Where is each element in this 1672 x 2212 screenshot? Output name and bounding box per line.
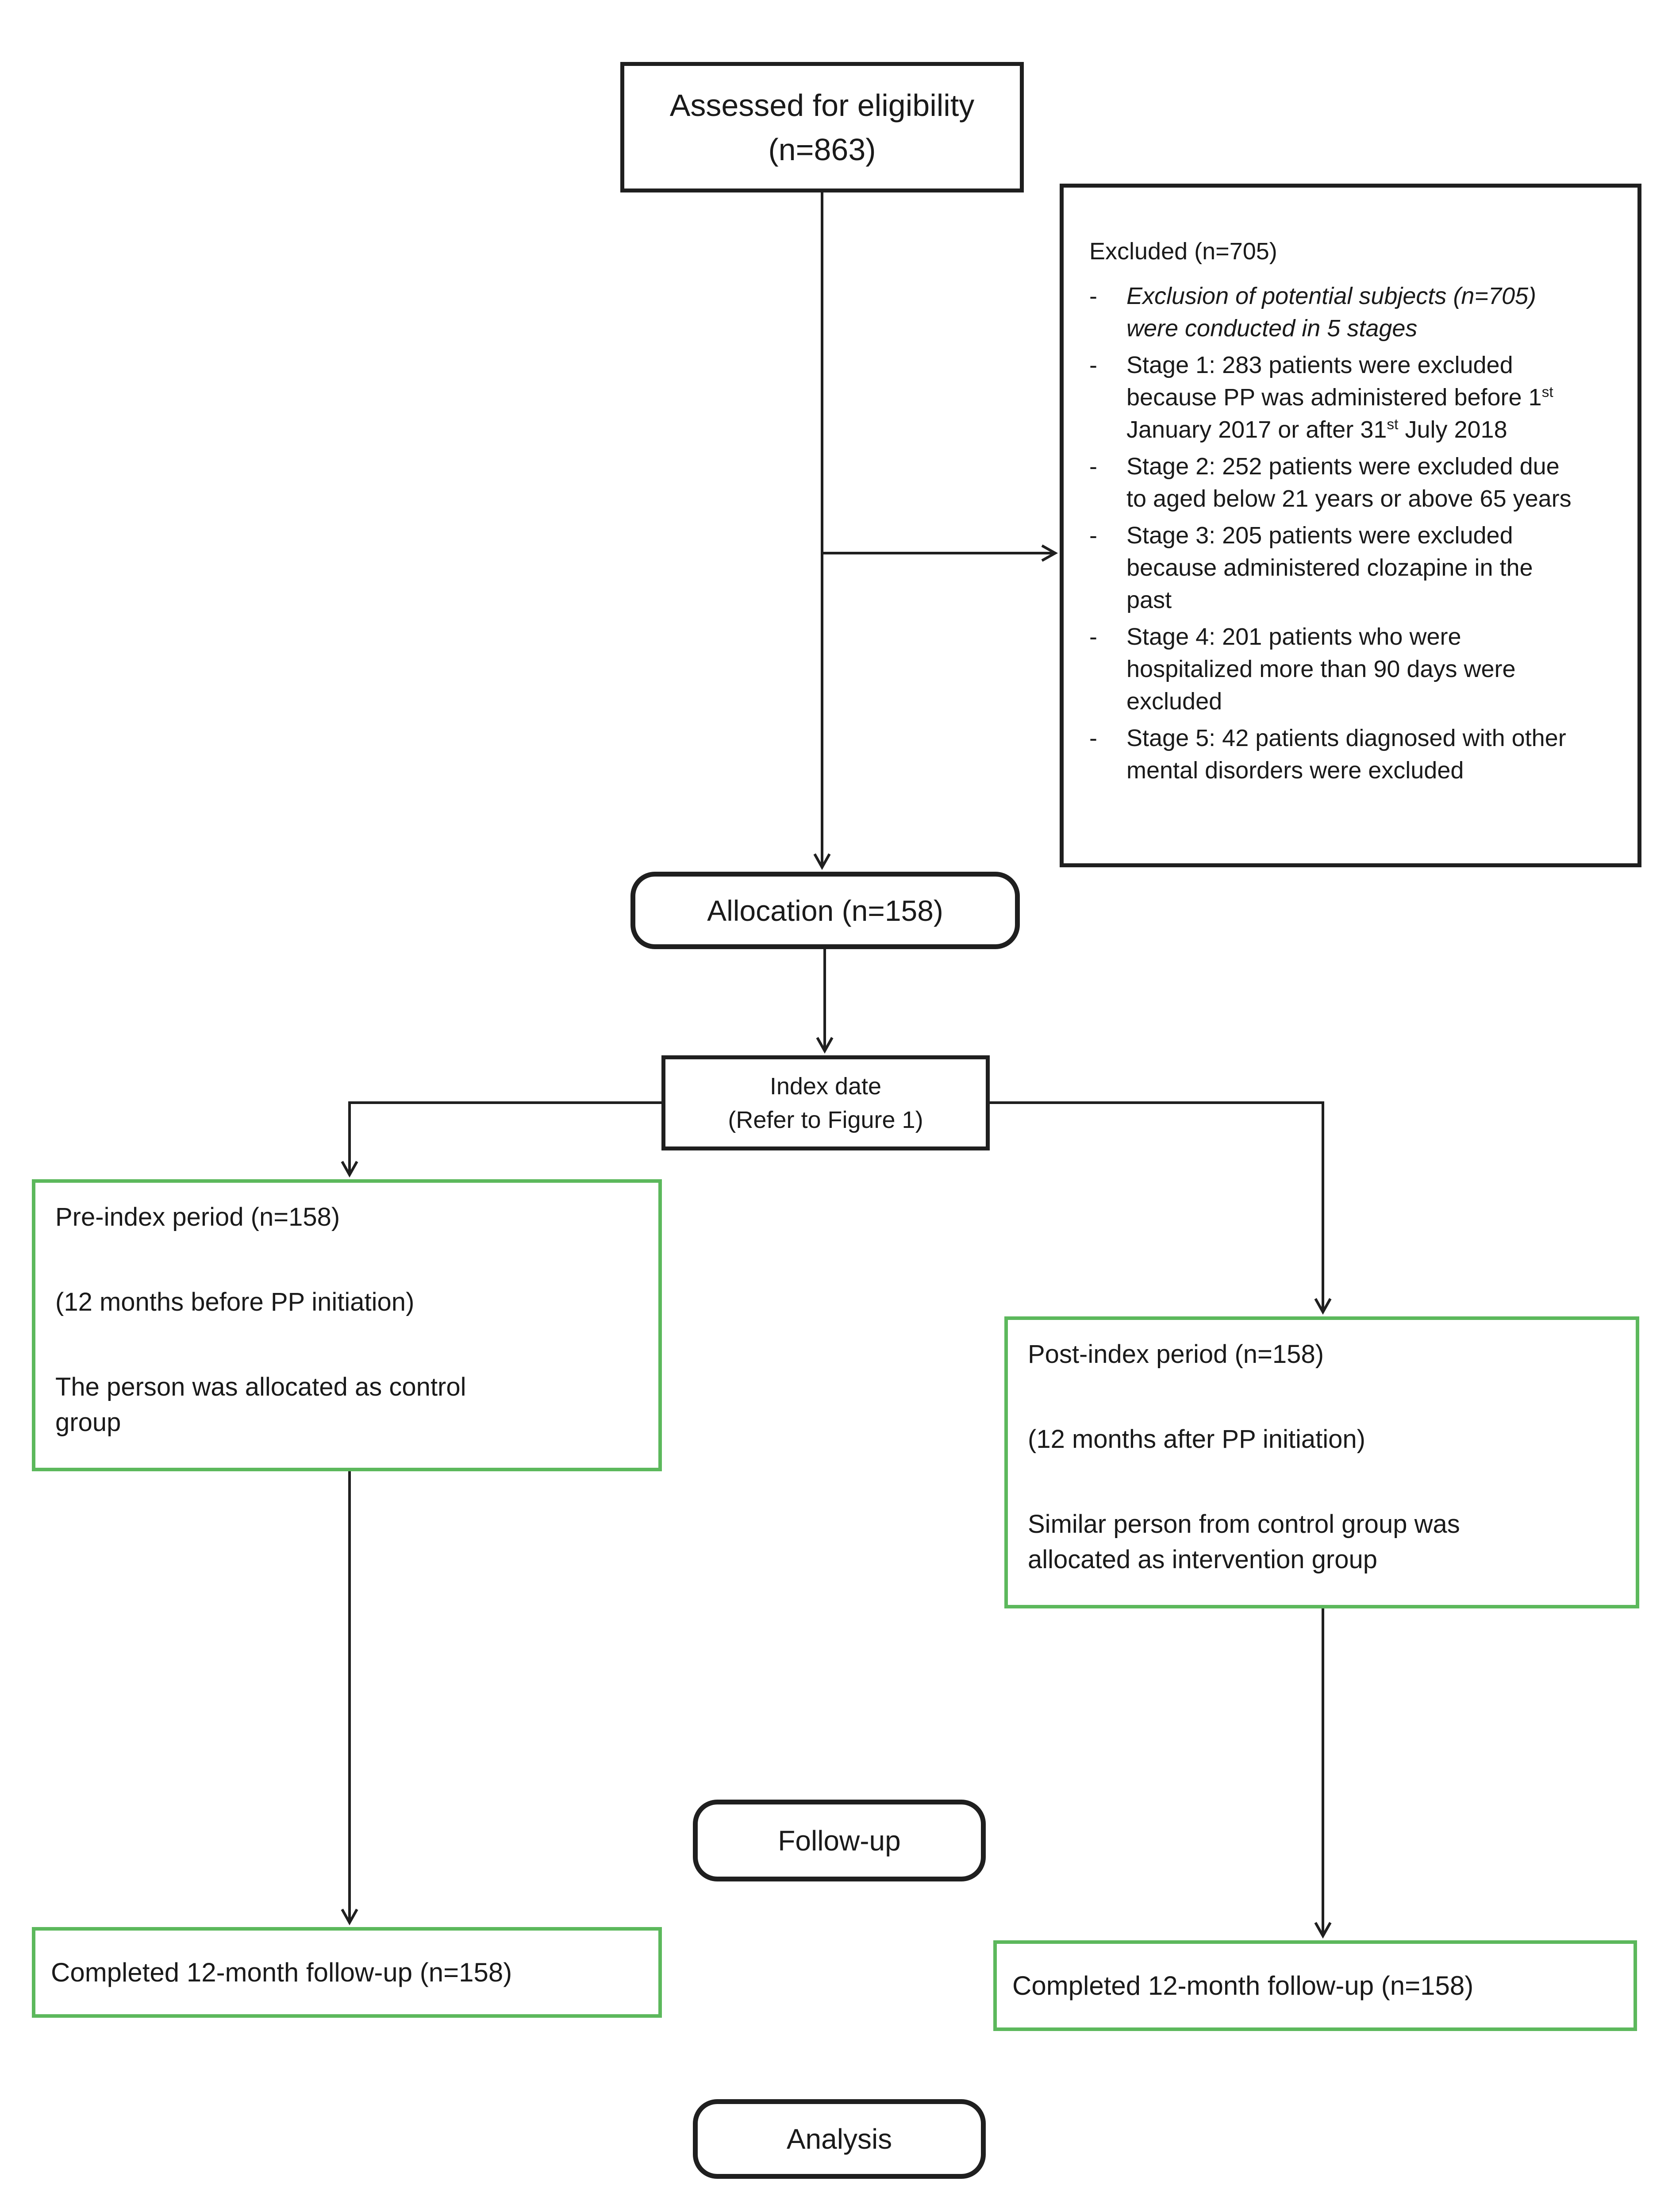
allocation-label: Allocation (n=158) <box>707 894 943 927</box>
allocation-box: Allocation (n=158) <box>630 872 1020 949</box>
excluded-title: Excluded (n=705) <box>1089 238 1277 265</box>
index-date-note: (Refer to Figure 1) <box>728 1106 923 1133</box>
post-index-title: Post-index period (n=158) <box>1028 1340 1324 1369</box>
list-dash-bullet: - <box>1089 352 1097 378</box>
assessed-label: Assessed for eligibility <box>669 88 975 123</box>
excluded-list-item-text: Stage 2: 252 patients were excluded due … <box>1126 453 1572 512</box>
assessed-for-eligibility-box: Assessed for eligibility (n=863) <box>620 62 1024 192</box>
post-index-description: Similar person from control group was al… <box>1028 1510 1460 1574</box>
excluded-list-item: - Stage 4: 201 patients who were hospital… <box>1089 621 1620 718</box>
pre-index-period-box: Pre-index period (n=158) (12 months befo… <box>32 1179 662 1471</box>
list-dash-bullet: - <box>1089 725 1097 751</box>
excluded-list-item: - Stage 5: 42 patients diagnosed with oth… <box>1089 722 1620 787</box>
excluded-list-item: - Stage 1: 283 patients were excluded bec… <box>1089 349 1620 446</box>
analysis-label: Analysis <box>786 2123 892 2155</box>
follow-up-box: Follow-up <box>693 1800 986 1881</box>
pre-index-timeframe: (12 months before PP initiation) <box>55 1288 415 1316</box>
completed-followup-control-box: Completed 12-month follow-up (n=158) <box>32 1927 662 2018</box>
post-index-period-box: Post-index period (n=158) (12 months aft… <box>1004 1316 1639 1608</box>
assessed-count: (n=863) <box>768 132 876 167</box>
excluded-list-item: - Stage 3: 205 patients were excluded bec… <box>1089 519 1620 616</box>
completed-followup-control-label: Completed 12-month follow-up (n=158) <box>51 1958 512 1987</box>
pre-index-title: Pre-index period (n=158) <box>55 1203 340 1231</box>
arrow-indexdate-to-preindex <box>341 1101 661 1178</box>
analysis-box: Analysis <box>693 2099 986 2179</box>
list-dash-bullet: - <box>1089 623 1097 650</box>
index-date-label: Index date <box>769 1073 882 1100</box>
list-dash-bullet: - <box>1089 283 1097 309</box>
list-dash-bullet: - <box>1089 522 1097 549</box>
excluded-list: - Exclusion of potential subjects (n=705)… <box>1089 280 1620 787</box>
index-date-box: Index date (Refer to Figure 1) <box>661 1055 990 1150</box>
excluded-list-item: - Stage 2: 252 patients were excluded due… <box>1089 450 1620 515</box>
completed-followup-intervention-label: Completed 12-month follow-up (n=158) <box>1012 1971 1474 2000</box>
follow-up-label: Follow-up <box>778 1824 901 1857</box>
excluded-list-item-text: Stage 1: 283 patients were excluded beca… <box>1126 352 1553 443</box>
excluded-list-item-text: Exclusion of potential subjects (n=705) … <box>1126 283 1537 342</box>
completed-followup-intervention-box: Completed 12-month follow-up (n=158) <box>993 1940 1637 2031</box>
post-index-timeframe: (12 months after PP initiation) <box>1028 1425 1365 1454</box>
excluded-list-item-text: Stage 5: 42 patients diagnosed with othe… <box>1126 725 1566 784</box>
pre-index-description: The person was allocated as control grou… <box>55 1373 466 1437</box>
list-dash-bullet: - <box>1089 453 1097 480</box>
excluded-box: Excluded (n=705) - Exclusion of potential… <box>1060 184 1641 867</box>
arrow-indexdate-to-postindex <box>990 1101 1332 1315</box>
excluded-list-item-text: Stage 3: 205 patients were excluded beca… <box>1126 522 1533 613</box>
excluded-list-item: - Exclusion of potential subjects (n=705)… <box>1089 280 1620 345</box>
excluded-list-item-text: Stage 4: 201 patients who were hospitali… <box>1126 623 1516 715</box>
